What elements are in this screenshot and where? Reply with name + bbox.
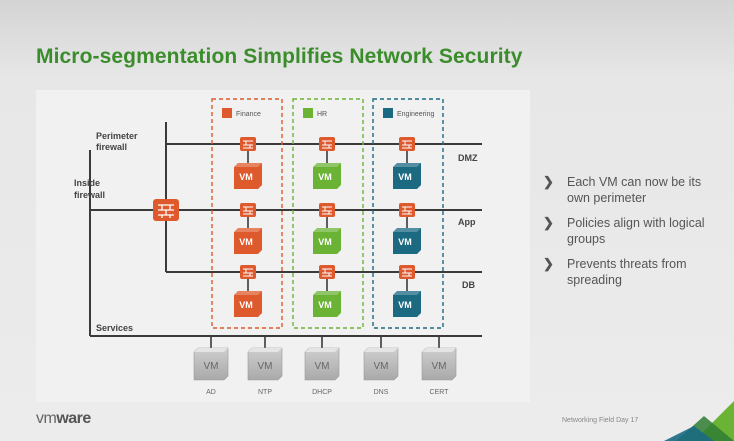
service-label: AD — [206, 389, 216, 396]
perimeter-firewall-label: Perimeter — [96, 131, 138, 141]
service-vm-label: VM — [315, 361, 330, 372]
vm-label: VM — [398, 300, 412, 310]
firewall-icon — [399, 137, 415, 151]
vm-icon: VM — [313, 228, 341, 254]
group-boundary-engineering — [372, 98, 444, 329]
service-vm-icon: VM — [421, 347, 457, 381]
vm-icon: VM — [393, 163, 421, 189]
service-label: NTP — [258, 389, 272, 396]
firewall-icon — [319, 137, 335, 151]
logo-light-text: vm — [36, 410, 57, 427]
firewall-icon — [399, 265, 415, 279]
service-label: DNS — [374, 389, 389, 396]
service-label: CERT — [430, 389, 450, 396]
firewall-icon — [240, 265, 256, 279]
service-vm-label: VM — [432, 361, 447, 372]
vm-label: VM — [318, 172, 332, 182]
inside-firewall-label-2: firewall — [74, 190, 105, 200]
bullet-text: Each VM can now be its own perimeter — [567, 175, 702, 205]
vm-icon: VM — [234, 228, 262, 254]
group-label: Engineering — [397, 111, 434, 118]
footer-text: Networking Field Day 17 — [562, 417, 639, 424]
vm-label: VM — [239, 300, 253, 310]
service-vm-icon: VM — [304, 347, 340, 381]
vm-icon: VM — [313, 291, 341, 317]
bullet-item: ❯ Policies align with logical groups — [541, 215, 727, 247]
chevron-right-icon: ❯ — [543, 215, 554, 230]
bullet-text: Prevents threats from spreading — [567, 257, 687, 287]
service-cert: VM CERT — [421, 336, 457, 396]
vm-label: VM — [398, 172, 412, 182]
service-ntp: VM NTP — [247, 336, 283, 396]
group-legend-swatch — [303, 108, 313, 118]
group-label: HR — [317, 111, 327, 118]
group-boundary-finance — [211, 98, 283, 329]
firewall-icon — [240, 137, 256, 151]
chevron-right-icon: ❯ — [543, 256, 554, 271]
firewall-icon — [240, 203, 256, 217]
group-legend-swatch — [383, 108, 393, 118]
tier-label-dmz: DMZ — [458, 153, 478, 163]
firewall-icon — [399, 203, 415, 217]
chevron-right-icon: ❯ — [543, 174, 554, 189]
vm-icon: VM — [393, 228, 421, 254]
firewall-icon — [319, 203, 335, 217]
perimeter-firewall-label-2: firewall — [96, 142, 127, 152]
corner-accent-logo — [664, 401, 734, 441]
service-vm-label: VM — [258, 361, 273, 372]
group-boundary-hr — [292, 98, 364, 329]
vm-label: VM — [398, 237, 412, 247]
bullet-item: ❯ Prevents threats from spreading — [541, 256, 727, 288]
vm-label: VM — [318, 237, 332, 247]
tier-label-db: DB — [462, 280, 475, 290]
service-vm-label: VM — [204, 361, 219, 372]
vm-label: VM — [318, 300, 332, 310]
vm-label: VM — [239, 172, 253, 182]
service-ad: VM AD — [193, 336, 229, 396]
services-label: Services — [96, 323, 133, 333]
shared-services: VM AD VM NTP VM DHCP VM DNS VM CERT — [193, 336, 457, 396]
service-vm-icon: VM — [247, 347, 283, 381]
service-vm-label: VM — [374, 361, 389, 372]
bullet-text: Policies align with logical groups — [567, 216, 705, 246]
group-label: Finance — [236, 111, 261, 118]
group-legend-swatch — [222, 108, 232, 118]
vmware-logo: vmware — [36, 410, 91, 428]
logo-bold-text: ware — [56, 410, 91, 427]
service-dhcp: VM DHCP — [304, 336, 340, 396]
service-label: DHCP — [312, 389, 332, 396]
slide-title: Micro-segmentation Simplifies Network Se… — [36, 45, 523, 68]
vm-icon: VM — [393, 291, 421, 317]
vm-icon: VM — [313, 163, 341, 189]
bullet-item: ❯ Each VM can now be its own perimeter — [541, 174, 727, 206]
inside-firewall-label: Inside — [74, 178, 100, 188]
vm-label: VM — [239, 237, 253, 247]
service-vm-icon: VM — [363, 347, 399, 381]
vm-icon: VM — [234, 163, 262, 189]
service-dns: VM DNS — [363, 336, 399, 396]
inside-firewall-icon — [153, 199, 179, 221]
bullet-list: ❯ Each VM can now be its own perimeter ❯… — [541, 174, 727, 297]
service-vm-icon: VM — [193, 347, 229, 381]
tier-label-app: App — [458, 217, 476, 227]
firewall-icon — [319, 265, 335, 279]
vm-icon: VM — [234, 291, 262, 317]
group-hr: HR VM VM VM — [292, 98, 364, 329]
